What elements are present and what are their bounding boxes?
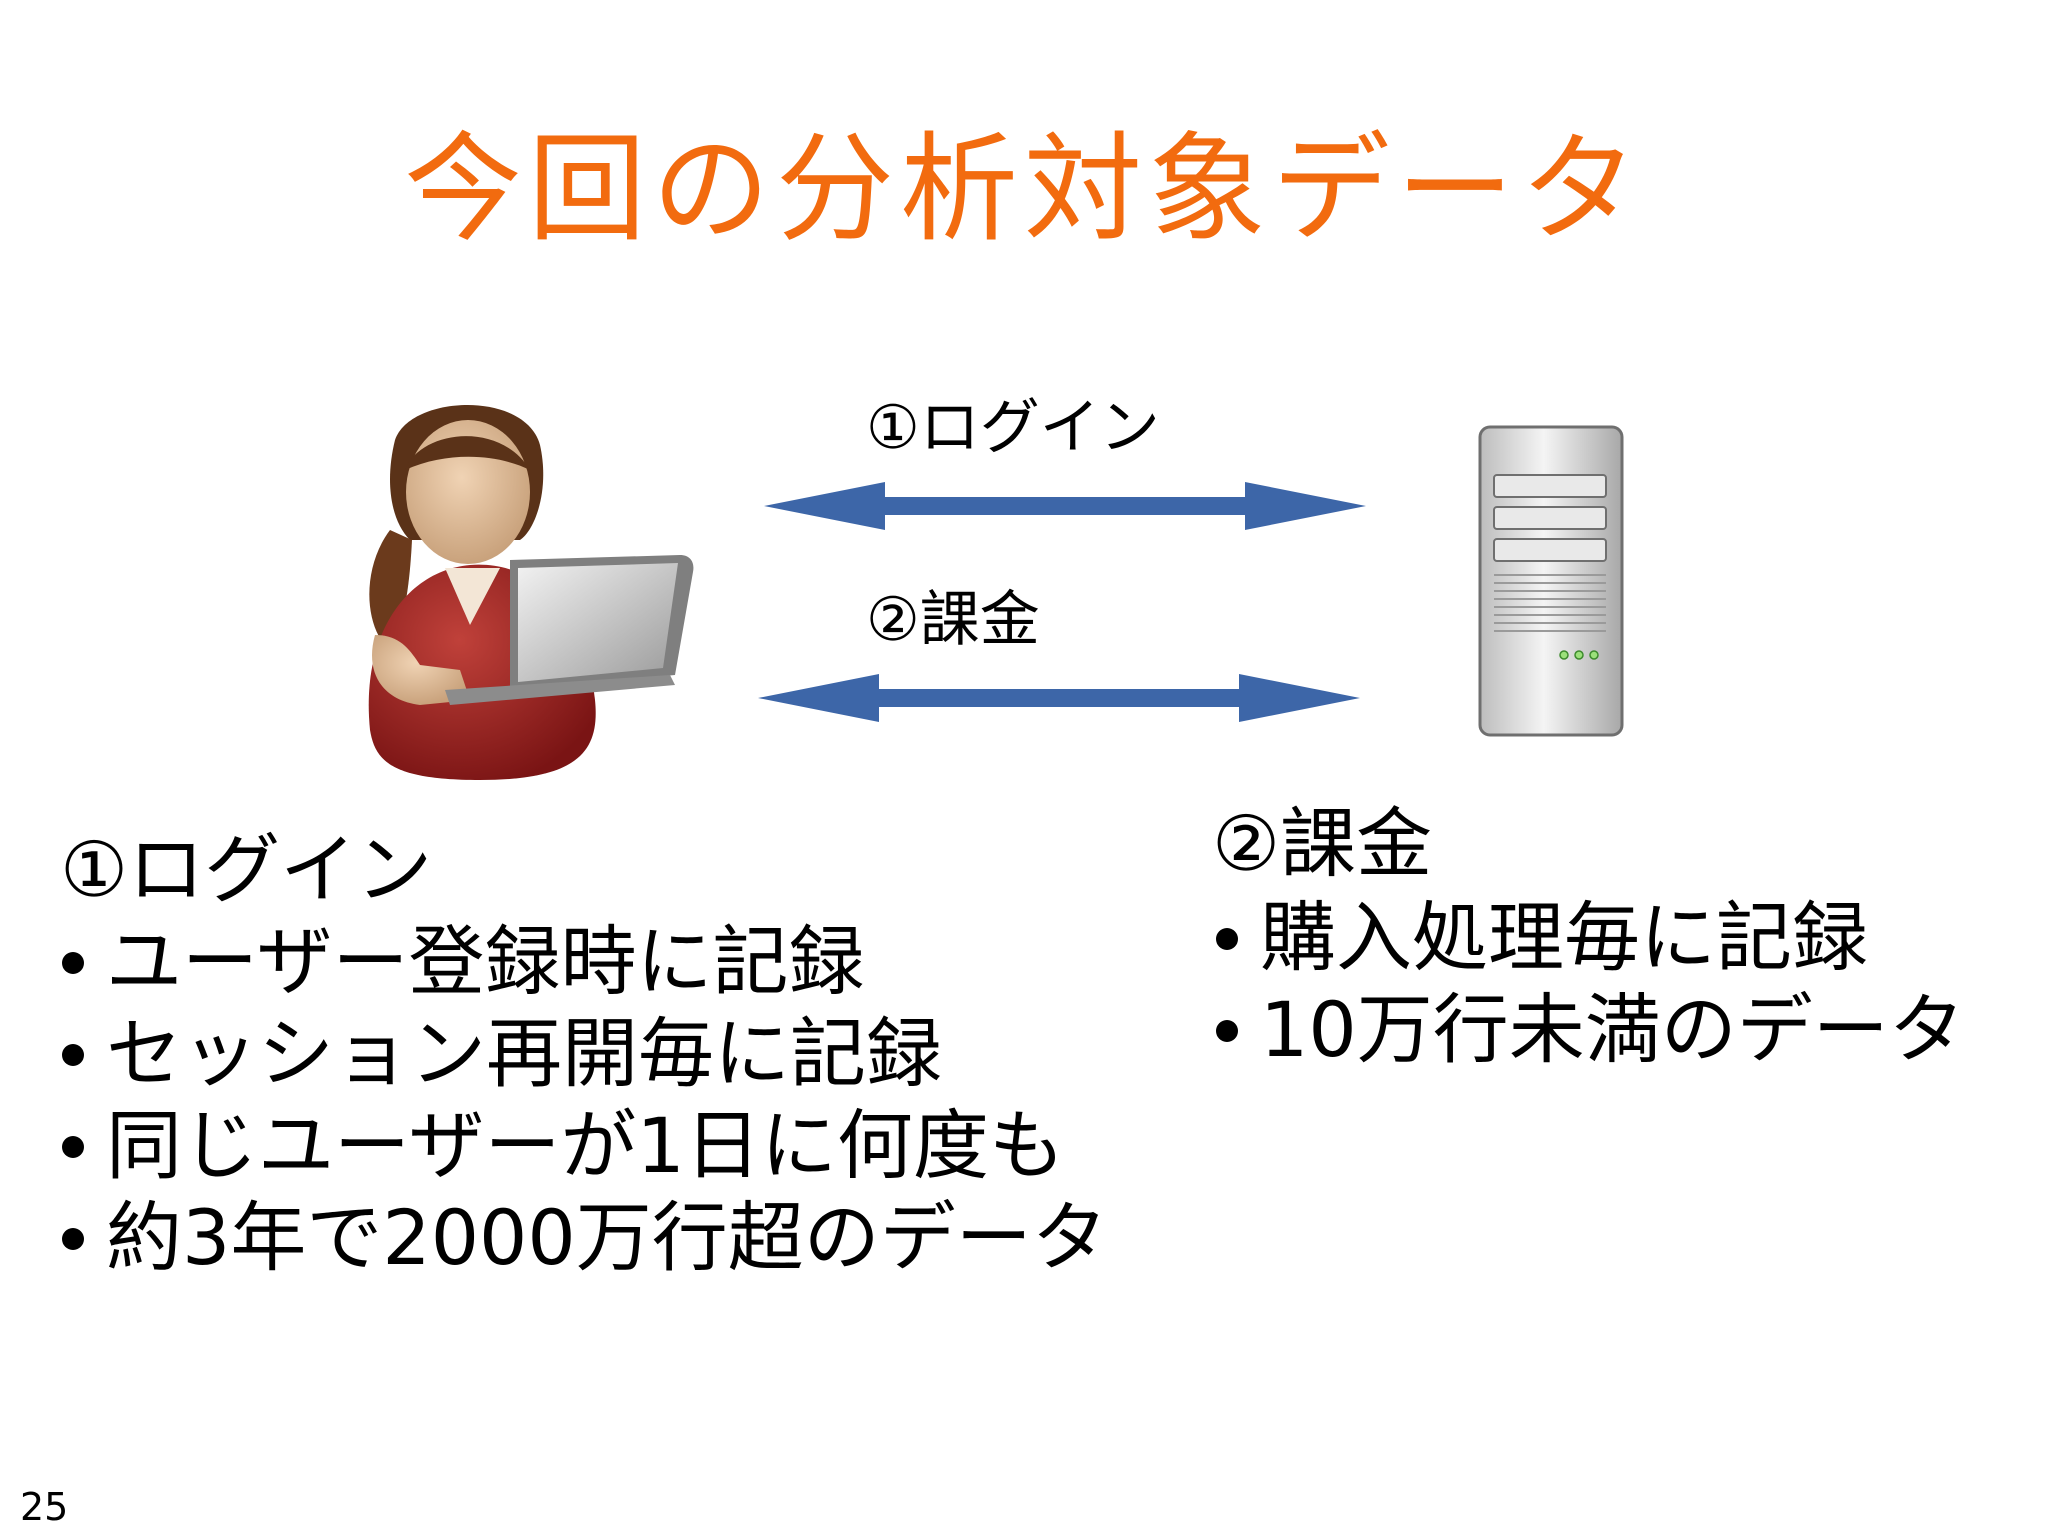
bullet-icon [62,952,84,974]
arrow-label-billing: ②課金 [866,585,1040,655]
bullet-icon [1216,928,1238,950]
list-item: セッション再開毎に記録 [62,1008,1108,1100]
billing-arrow [758,674,1360,722]
list-item: 同じユーザーが1日に何度も [62,1100,1108,1192]
billing-heading: ②課金 [1212,799,1433,888]
list-item-text: 購入処理毎に記録 [1260,893,1868,982]
list-item: 約3年で2000万行超のデータ [62,1192,1108,1284]
slide-title: 今回の分析対象データ [403,120,1644,258]
user-with-laptop-icon [368,405,694,780]
bullet-icon [1216,1020,1238,1042]
list-item-text: 10万行未満のデータ [1260,985,1965,1074]
list-item: ユーザー登録時に記録 [62,916,1108,1008]
login-bullet-list: ユーザー登録時に記録 セッション再開毎に記録 同じユーザーが1日に何度も 約3年… [62,916,1108,1284]
page-number: 25 [20,1485,69,1529]
list-item: 10万行未満のデータ [1216,984,1965,1076]
list-item: 購入処理毎に記録 [1216,892,1965,984]
list-item-text: 同じユーザーが1日に何度も [106,1101,1065,1190]
list-item-text: ユーザー登録時に記録 [106,917,865,1006]
server-tower-icon [1478,425,1624,737]
list-item-text: セッション再開毎に記録 [106,1009,942,1098]
list-item-text: 約3年で2000万行超のデータ [106,1193,1108,1282]
login-heading: ①ログイン [60,825,433,914]
login-arrow [764,482,1366,530]
bullet-icon [62,1044,84,1066]
bullet-icon [62,1228,84,1250]
arrow-label-login: ①ログイン [866,393,1160,463]
billing-bullet-list: 購入処理毎に記録 10万行未満のデータ [1216,892,1965,1076]
bullet-icon [62,1136,84,1158]
